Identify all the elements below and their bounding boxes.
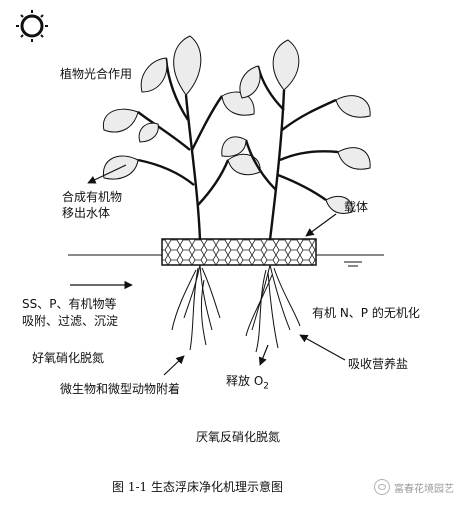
right-leaves xyxy=(221,39,371,214)
label-carrier: 载体 xyxy=(344,200,369,214)
arrow-release-o2 xyxy=(258,344,269,366)
left-roots xyxy=(171,264,221,351)
label-release-o2-sub: 2 xyxy=(263,381,269,392)
label-release-o2: 释放 O2 xyxy=(226,374,269,393)
label-pollutants-1: SS、P、有机物等 xyxy=(22,297,117,311)
carrier-bed xyxy=(161,238,317,266)
right-plant xyxy=(244,65,339,241)
label-anaerobic: 厌氧反硝化脱氮 xyxy=(196,430,281,444)
label-pollutants-2: 吸附、过滤、沉淀 xyxy=(22,314,119,328)
sun-icon xyxy=(16,10,48,42)
watermark-text: 富春花境园艺 xyxy=(394,483,454,495)
arrow-organic xyxy=(87,164,127,184)
label-nutrient-uptake: 吸收营养盐 xyxy=(348,357,409,371)
wechat-icon xyxy=(374,479,390,495)
label-inorganic: 有机 N、P 的无机化 xyxy=(312,306,420,320)
arrow-nutrient xyxy=(299,334,346,361)
label-aerobic: 好氧硝化脱氮 xyxy=(32,351,105,365)
label-organic-synthesis-2: 移出水体 xyxy=(62,206,111,220)
label-organic-synthesis-1: 合成有机物 xyxy=(62,190,123,204)
arrows xyxy=(70,164,346,376)
label-microbes: 微生物和微型动物附着 xyxy=(60,382,181,396)
water-surface xyxy=(68,254,384,267)
figure-caption: 图 1-1 生态浮床净化机理示意图 xyxy=(112,480,283,494)
arrow-carrier xyxy=(305,213,337,237)
label-photosynthesis: 植物光合作用 xyxy=(60,67,133,81)
watermark: 富春花境园艺 xyxy=(374,476,474,498)
arrow-microbes xyxy=(163,355,185,376)
left-plant xyxy=(137,57,230,241)
label-release-o2-text: 释放 O xyxy=(226,374,264,388)
right-roots xyxy=(245,264,301,353)
